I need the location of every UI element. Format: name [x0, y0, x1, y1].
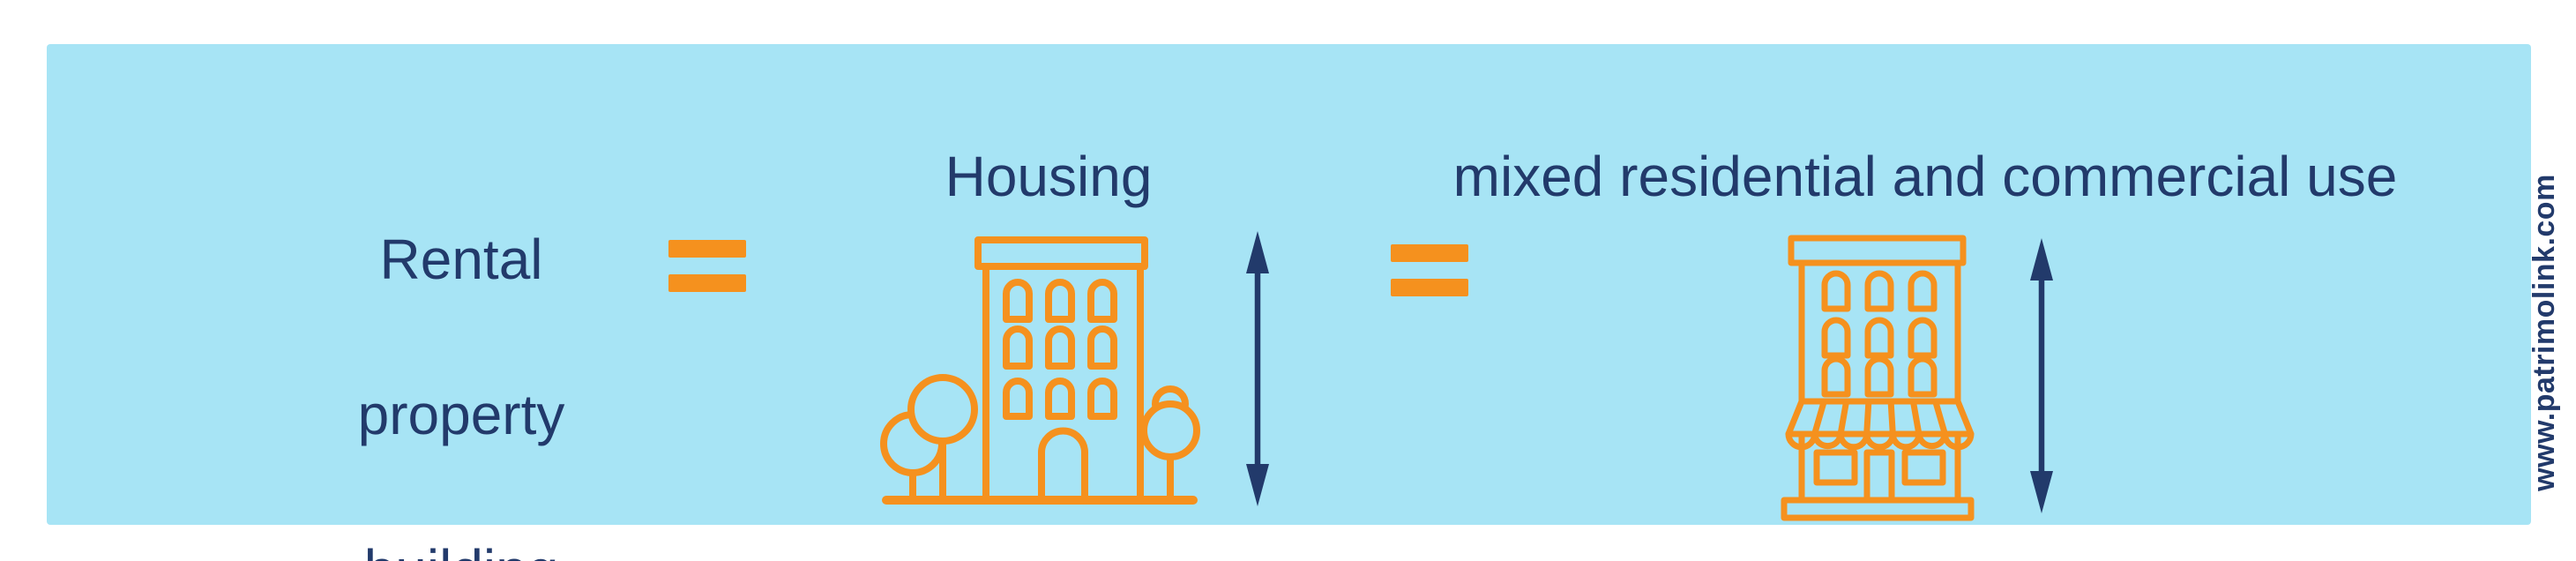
equals-icon: [1391, 244, 1468, 296]
left-term-line-3: building: [294, 531, 629, 561]
infographic-panel: Rental property building Housing: [47, 44, 2561, 561]
left-term-line-1: Rental: [379, 228, 543, 291]
double-headed-vertical-arrow-icon: [1246, 231, 1269, 506]
double-headed-vertical-arrow-icon: [2030, 238, 2053, 513]
apartment-building-with-trees-icon: [880, 236, 1200, 505]
mixed-use-term-label: mixed residential and commercial use: [1452, 145, 2398, 208]
equals-bottom-bar: [668, 274, 746, 292]
equals-icon: [668, 240, 746, 292]
equals-top-bar: [1391, 244, 1468, 262]
housing-term-label: Housing: [945, 145, 1153, 208]
left-term-line-2: property: [357, 383, 565, 446]
storefront-mixed-use-building-icon: [1781, 235, 1975, 521]
watermark-url: www.patrimolink.com: [2527, 174, 2561, 491]
equals-bottom-bar: [1391, 279, 1468, 296]
equals-top-bar: [668, 240, 746, 258]
left-term-label: Rental property building: [294, 143, 629, 561]
